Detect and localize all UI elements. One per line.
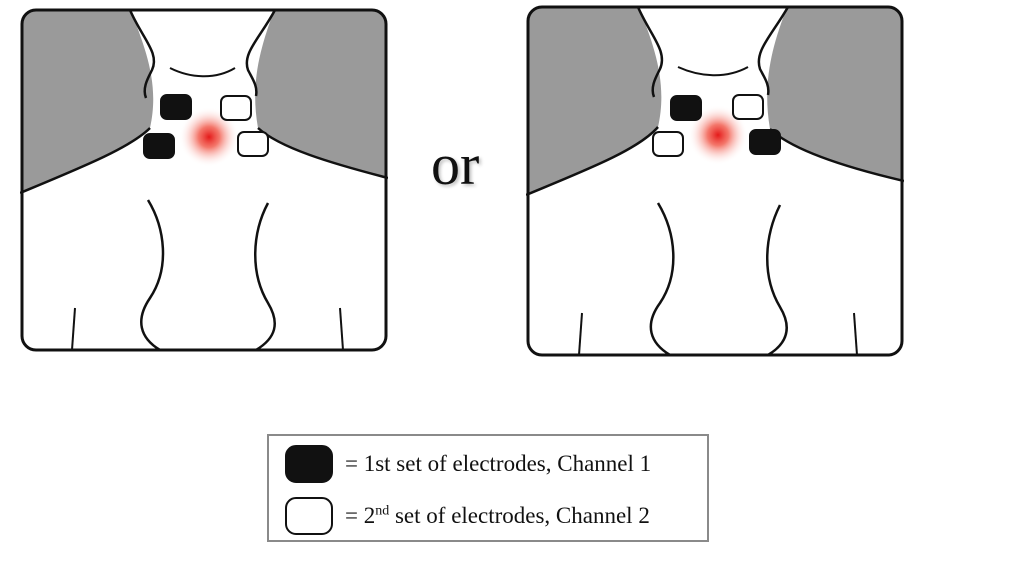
- or-connector: or: [431, 132, 480, 197]
- legend-label-suffix: set of electrodes, Channel 2: [389, 503, 650, 528]
- legend-label-channel-1: = 1st set of electrodes, Channel 1: [345, 451, 652, 476]
- neck-diagram-option-2: [526, 5, 904, 357]
- electrode-ch2: [732, 94, 764, 120]
- pain-point: [179, 107, 239, 167]
- right-shoulder: [255, 10, 386, 178]
- right-shoulder: [767, 7, 902, 181]
- legend-label-channel-2: = 2nd set of electrodes, Channel 2: [345, 503, 650, 529]
- left-shoulder: [22, 10, 154, 193]
- electrode-ch2: [220, 95, 252, 121]
- legend: = 1st set of electrodes, Channel 1 = 2nd…: [267, 434, 709, 542]
- legend-label-superscript: nd: [375, 503, 390, 519]
- pain-point: [688, 105, 748, 165]
- legend-label-prefix: = 2: [345, 503, 376, 528]
- left-shoulder: [528, 7, 662, 195]
- electrode-ch2: [652, 131, 684, 157]
- electrode-ch1: [670, 95, 702, 121]
- legend-item-channel-1: = 1st set of electrodes, Channel 1: [285, 445, 651, 483]
- legend-item-channel-2: = 2nd set of electrodes, Channel 2: [285, 497, 650, 535]
- electrode-ch1: [143, 133, 175, 159]
- electrode-ch1: [749, 129, 781, 155]
- light-electrode-icon: [285, 497, 333, 535]
- neck-diagram-option-1: [20, 8, 388, 352]
- dark-electrode-icon: [285, 445, 333, 483]
- electrode-ch1: [160, 94, 192, 120]
- electrode-ch2: [237, 131, 269, 157]
